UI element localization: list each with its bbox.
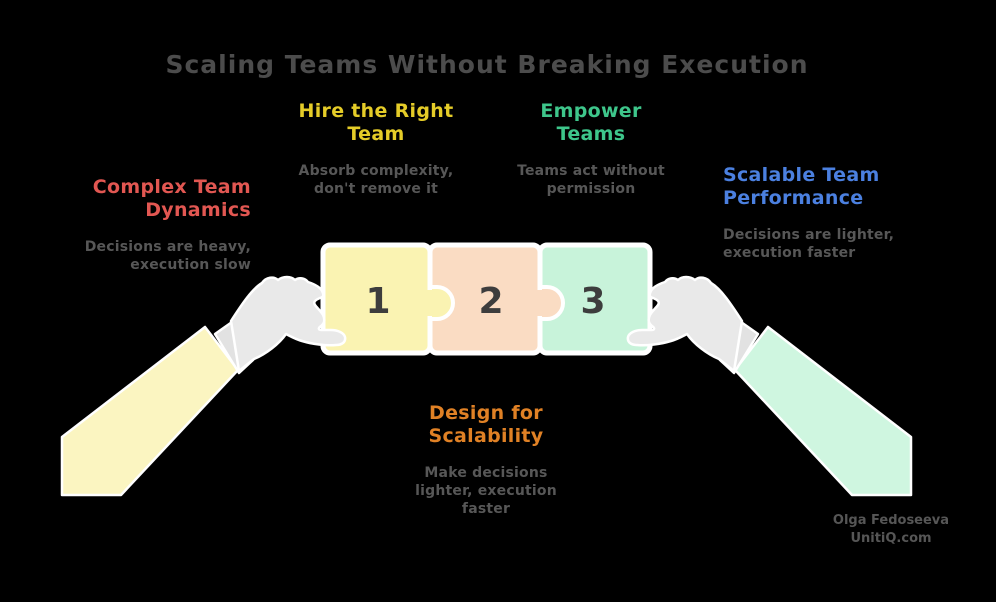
left-arm-illustration (60, 275, 347, 497)
left-hand (229, 275, 347, 373)
section-body: Teams act without permission (517, 162, 665, 197)
section-body: Decisions are lighter, execution faster (723, 226, 895, 261)
attribution-site: UnitiQ.com (850, 530, 932, 546)
puzzle-number-1: 1 (365, 280, 391, 322)
section-empower-teams: Empower Teams Teams act without permissi… (491, 100, 691, 198)
section-body: Absorb complexity, don't remove it (298, 162, 454, 197)
right-sleeve (733, 325, 913, 497)
section-complex-team-dynamics: Complex Team Dynamics Decisions are heav… (61, 176, 251, 274)
attribution: Olga Fedoseeva UnitiQ.com (801, 512, 981, 547)
puzzle-number-3: 3 (580, 280, 606, 322)
section-heading: Empower Teams (540, 100, 642, 145)
section-heading: Scalable Team Performance (723, 164, 880, 209)
attribution-author: Olga Fedoseeva (832, 513, 950, 528)
right-arm-illustration (626, 275, 913, 497)
page-title: Scaling Teams Without Breaking Execution (165, 50, 809, 79)
section-design-for-scalability: Design for Scalability Make decisions li… (386, 402, 586, 518)
section-body: Decisions are heavy, execution slow (84, 238, 251, 273)
section-hire-the-right-team: Hire the Right Team Absorb complexity, d… (276, 100, 476, 198)
puzzle-number-2: 2 (478, 280, 504, 322)
right-hand (626, 275, 744, 373)
left-sleeve (60, 325, 240, 497)
puzzle-knob-1-joint (425, 290, 436, 316)
section-body: Make decisions lighter, execution faster (415, 464, 557, 517)
puzzle (320, 242, 653, 356)
puzzle-knob-2-joint (535, 290, 546, 316)
section-scalable-team-performance: Scalable Team Performance Decisions are … (723, 164, 953, 262)
section-heading: Complex Team Dynamics (92, 176, 251, 221)
section-heading: Hire the Right Team (298, 100, 454, 145)
section-heading: Design for Scalability (428, 402, 544, 447)
